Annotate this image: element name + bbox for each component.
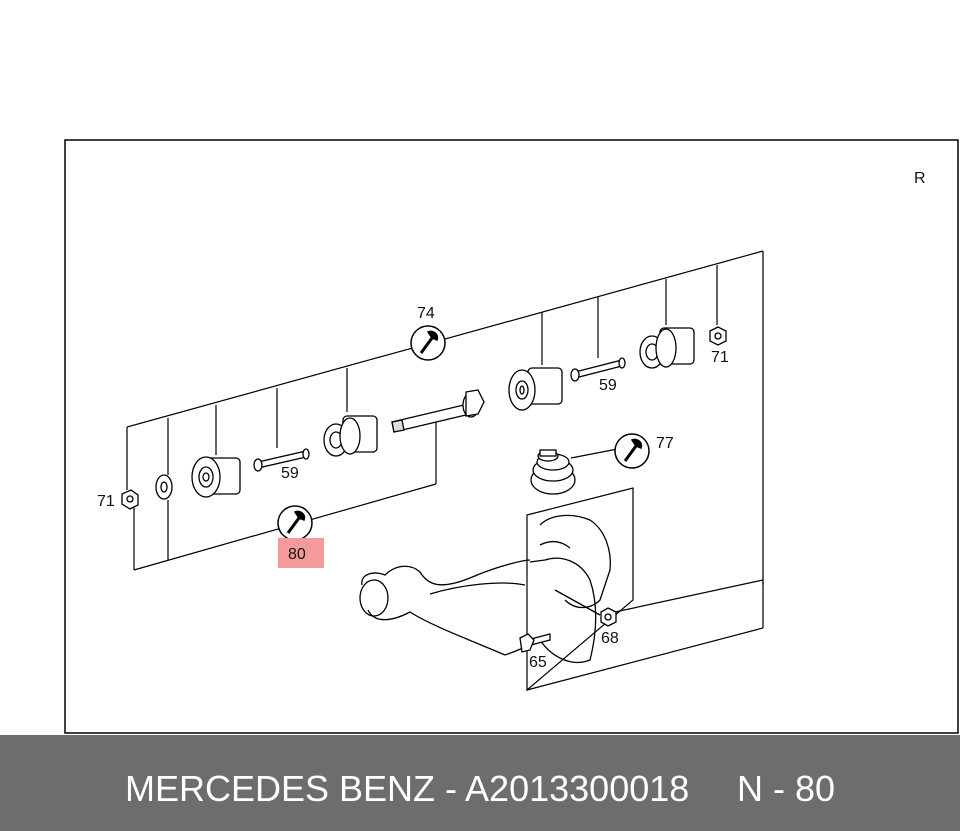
callout-59-left: 59 <box>281 465 299 482</box>
nut-left <box>121 489 139 510</box>
callout-71-right: 71 <box>711 349 729 366</box>
callout-59-right: 59 <box>599 377 617 394</box>
nut-68 <box>600 607 617 627</box>
wrench-icon <box>614 433 650 469</box>
callout-80: 80 <box>288 546 306 563</box>
side-marker: R <box>914 170 926 187</box>
long-bolt <box>391 389 485 433</box>
dust-boot <box>530 449 576 495</box>
wrench-icon <box>410 325 446 361</box>
diagram-frame <box>64 139 959 734</box>
bushing-center <box>323 415 378 457</box>
bushing-far-right <box>639 327 695 369</box>
nut-right <box>709 326 727 346</box>
callout-74: 74 <box>417 305 435 322</box>
callout-65: 65 <box>529 654 547 671</box>
footer-bar <box>0 735 960 831</box>
bushing-right-center <box>508 367 563 411</box>
callout-71-left: 71 <box>97 493 115 510</box>
washer <box>155 474 173 500</box>
assembly-bracket <box>126 250 764 691</box>
part-title: MERCEDES BENZ - A2013300018 <box>125 768 690 809</box>
part-reference: N - 80 <box>737 768 836 809</box>
bushing-left <box>191 456 241 498</box>
callout-77: 77 <box>656 435 674 452</box>
bolt-65 <box>519 633 551 653</box>
highlight-box <box>278 538 324 568</box>
wrench-icon <box>277 505 313 541</box>
bolt-right <box>570 357 626 382</box>
bolt-left <box>253 448 310 472</box>
callout-68: 68 <box>601 630 619 647</box>
control-arm <box>359 514 611 664</box>
